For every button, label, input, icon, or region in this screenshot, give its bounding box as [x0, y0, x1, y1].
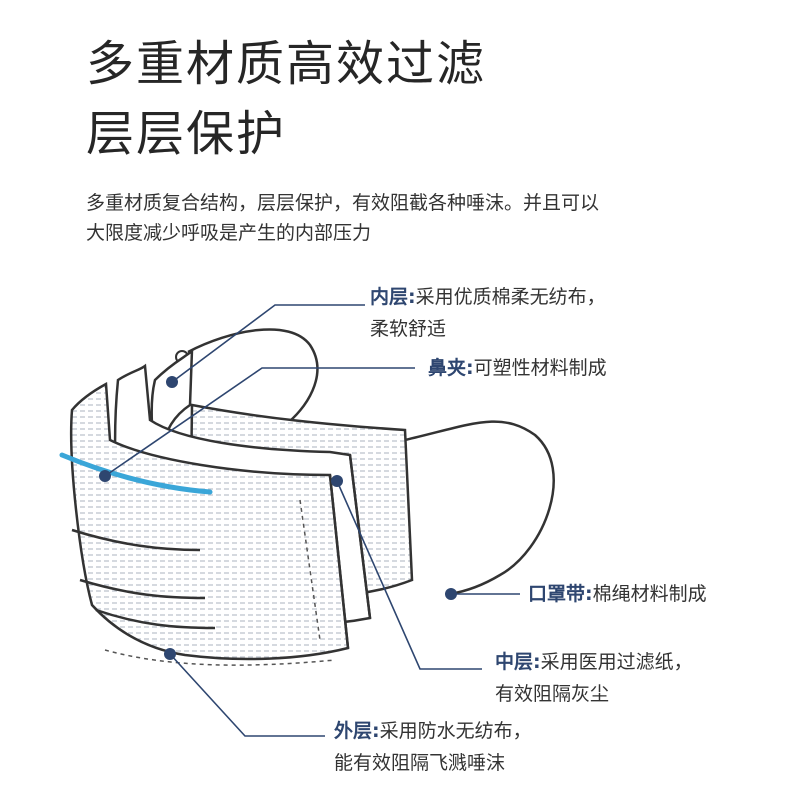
pleat-1 — [71, 528, 201, 552]
callout-ear-strap: 口罩带:棉绳材料制成 — [528, 578, 707, 610]
marker-dot-outer — [164, 648, 176, 660]
separator: : — [533, 651, 541, 673]
nose-clip — [59, 452, 213, 495]
leader-line-outer — [169, 653, 325, 737]
pleat-3 — [95, 608, 216, 630]
separator: : — [372, 720, 380, 742]
headline-line-2: 层层保护 — [86, 106, 287, 162]
intro-line-2: 大限度减少呼吸是产生的内部压力 — [86, 222, 372, 244]
callout-middle-layer: 中层:采用医用过滤纸， 有效阻隔灰尘 — [495, 646, 693, 710]
callout-nose-clip: 鼻夹:可塑性材料制成 — [428, 352, 607, 384]
headline-line-1: 多重材质高效过滤 — [86, 36, 487, 92]
marker-dot-nose — [99, 470, 111, 482]
leader-line-middle — [336, 480, 482, 670]
intro-line-1: 多重材质复合结构，层层保护，有效阻截各种唾沫。并且可以 — [86, 192, 600, 214]
ear-loop-strap — [404, 420, 555, 596]
callout-inner-layer: 内层:采用优质棉柔无纺布， 柔软舒适 — [370, 281, 606, 345]
marker-dot-middle — [331, 475, 343, 487]
pleat-2 — [79, 578, 206, 600]
callout-middle-term: 中层 — [495, 651, 534, 673]
callout-nose-desc-1: 可塑性材料制成 — [473, 357, 607, 379]
ear-loop-strap-inner — [187, 328, 319, 426]
marker-dot-inner — [166, 376, 178, 388]
callout-outer-term: 外层 — [334, 720, 373, 742]
callout-inner-desc-2: 柔软舒适 — [370, 318, 447, 340]
intro-paragraph: 多重材质复合结构，层层保护，有效阻截各种唾沫。并且可以 大限度减少呼吸是产生的内… — [86, 188, 706, 248]
callout-middle-desc-1: 采用医用过滤纸， — [540, 651, 693, 673]
callout-inner-term: 内层 — [370, 286, 409, 308]
marker-dot-strap — [445, 588, 457, 600]
callout-outer-desc-1: 采用防水无纺布， — [379, 720, 532, 742]
outer-layer — [69, 381, 350, 661]
callout-inner-desc-1: 采用优质棉柔无纺布， — [415, 286, 606, 308]
separator: : — [585, 583, 593, 605]
callout-middle-desc-2: 有效阻隔灰尘 — [495, 683, 610, 705]
leader-line-inner — [171, 304, 365, 383]
separator: : — [466, 357, 474, 379]
callout-outer-layer: 外层:采用防水无纺布， 能有效阻隔飞溅唾沫 — [334, 715, 532, 779]
leader-line-nose — [104, 367, 415, 477]
callout-strap-term: 口罩带 — [528, 583, 586, 605]
callout-nose-term: 鼻夹 — [428, 357, 467, 379]
separator: : — [408, 286, 416, 308]
callout-strap-desc-1: 棉绳材料制成 — [592, 583, 707, 605]
callout-outer-desc-2: 能有效阻隔飞溅唾沫 — [334, 752, 506, 774]
